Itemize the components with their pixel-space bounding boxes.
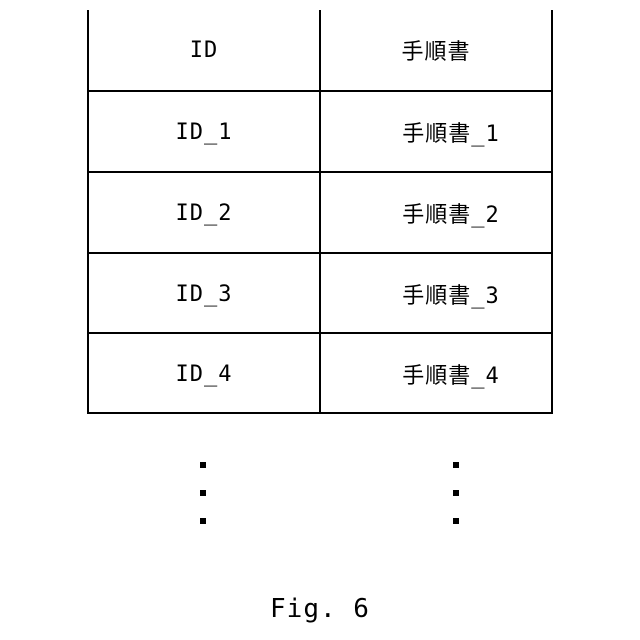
- table-row: ID_4 手順書_4: [87, 334, 553, 414]
- data-table: ID 手順書 ID_1 手順書_1 ID_2 手順書_2 ID_3 手順書_3 …: [87, 10, 553, 414]
- table-row: ID_3 手順書_3: [87, 254, 553, 334]
- table-header-row: ID 手順書: [87, 10, 553, 90]
- cell-id: ID_3: [89, 254, 319, 334]
- table-row: ID_2 手順書_2: [87, 173, 553, 253]
- cell-procedure: 手順書_3: [321, 254, 551, 334]
- cell-id: ID_2: [89, 173, 319, 253]
- cell-procedure: 手順書_1: [321, 92, 551, 172]
- header-procedure: 手順書: [321, 10, 551, 90]
- cell-id: ID_4: [89, 334, 319, 414]
- cell-procedure: 手順書_4: [321, 334, 551, 414]
- cell-id: ID_1: [89, 92, 319, 172]
- figure-caption: Fig. 6: [0, 594, 640, 624]
- cell-procedure: 手順書_2: [321, 173, 551, 253]
- continuation-dots-right: [453, 462, 461, 530]
- header-id: ID: [89, 10, 319, 90]
- continuation-dots-left: [200, 462, 208, 530]
- table-border-bottom: [87, 412, 553, 414]
- table-row: ID_1 手順書_1: [87, 92, 553, 172]
